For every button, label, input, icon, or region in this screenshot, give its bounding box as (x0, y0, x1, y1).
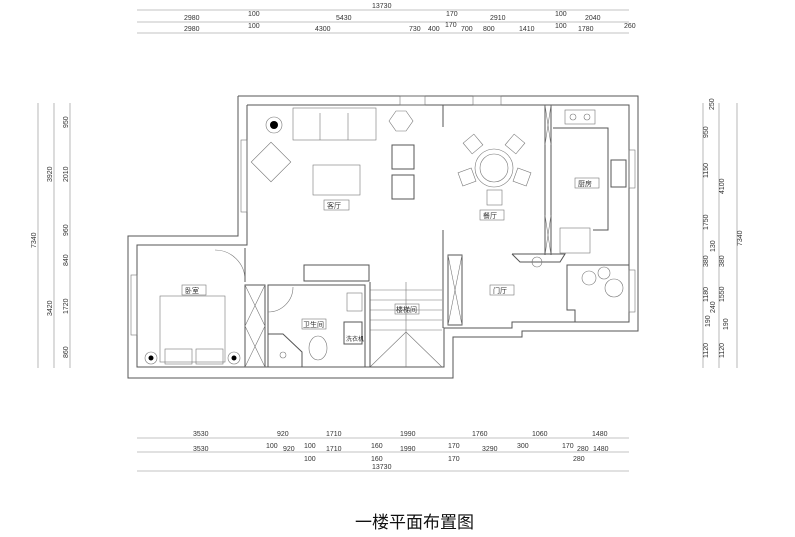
dim: 1990 (400, 431, 416, 438)
dim: 100 (266, 443, 278, 450)
dim: 730 (409, 26, 421, 33)
room-label-living: 客厅 (327, 201, 341, 210)
dim: 1120 (703, 343, 710, 358)
dim: 920 (283, 446, 295, 453)
dim: 400 (428, 26, 440, 33)
dim: 3530 (193, 431, 209, 438)
dim: 1180 (703, 287, 710, 302)
dim: 100 (555, 23, 567, 30)
dim: 260 (624, 23, 636, 30)
dim: 3420 (47, 300, 54, 316)
dim: 1710 (326, 431, 342, 438)
left-dimensions: 7340 3920 3420 950 2010 960 840 1720 860 (31, 116, 70, 358)
dim: 190 (705, 315, 712, 327)
dim: 100 (248, 23, 260, 30)
dim: 280 (577, 446, 589, 453)
dim: 920 (277, 431, 289, 438)
dim: 1550 (719, 286, 726, 302)
dim: 1480 (593, 446, 609, 453)
room-label-bedroom: 卧室 (185, 286, 199, 295)
dim-right-total: 7340 (737, 230, 744, 246)
dim: 700 (461, 26, 473, 33)
washer-label: 洗衣机 (346, 335, 364, 343)
dim: 800 (483, 26, 495, 33)
dim: 1750 (703, 214, 710, 230)
dim: 2910 (490, 15, 506, 22)
dim: 240 (710, 301, 717, 313)
dim: 3530 (193, 446, 209, 453)
dim: 840 (63, 254, 70, 266)
room-label-dining: 餐厅 (483, 211, 497, 220)
dim: 1060 (532, 431, 548, 438)
dim-bottom-total: 13730 (372, 464, 392, 471)
dim: 1480 (592, 431, 608, 438)
dim: 100 (304, 456, 316, 463)
dim: 160 (371, 443, 383, 450)
dim: 860 (63, 346, 70, 358)
dim: 3920 (47, 166, 54, 182)
dim: 130 (710, 240, 717, 252)
dim: 1760 (472, 431, 488, 438)
room-label-kitchen: 厨房 (578, 179, 592, 188)
dim: 1150 (703, 163, 710, 178)
dim: 170 (445, 22, 457, 29)
dim: 4100 (719, 178, 726, 194)
dim: 960 (63, 224, 70, 236)
dim: 250 (709, 98, 716, 110)
dim-top-total: 13730 (372, 3, 392, 10)
dim: 160 (371, 456, 383, 463)
dim: 5430 (336, 15, 352, 22)
top-dimensions: 13730 2980 100 5430 170 2910 100 2040 29… (184, 3, 636, 33)
room-label-foyer: 门厅 (493, 286, 507, 295)
dim: 1120 (719, 343, 726, 358)
dim: 1780 (578, 26, 594, 33)
dim: 170 (448, 443, 460, 450)
dim: 100 (304, 443, 316, 450)
dim: 4300 (315, 26, 331, 33)
drawing-title: 一楼平面布置图 (355, 513, 474, 533)
dim: 2040 (585, 15, 601, 22)
room-label-stairwell: 楼梯间 (396, 305, 417, 314)
dim: 2980 (184, 26, 200, 33)
dim: 190 (723, 318, 730, 330)
dim: 300 (517, 443, 529, 450)
dim: 3290 (482, 446, 498, 453)
dim: 380 (719, 255, 726, 267)
dim: 280 (573, 456, 585, 463)
walls (127, 95, 639, 379)
dim: 1410 (519, 26, 535, 33)
room-labels: 客厅 餐厅 厨房 卧室 卫生间 楼梯间 门厅 洗衣机 (181, 177, 600, 343)
dim: 2980 (184, 15, 200, 22)
dim: 1720 (63, 298, 70, 314)
dim: 1710 (326, 446, 342, 453)
dim: 1990 (400, 446, 416, 453)
dim-left-total: 7340 (31, 232, 38, 248)
dimension-lines (37, 9, 738, 472)
dim: 950 (63, 116, 70, 128)
dim: 170 (446, 11, 458, 18)
dim: 170 (448, 456, 460, 463)
dim: 2010 (63, 166, 70, 182)
dim: 100 (248, 11, 260, 18)
dim: 380 (703, 255, 710, 267)
dim: 100 (555, 11, 567, 18)
bottom-dimensions: 3530 920 1710 1990 1760 1060 1480 3530 1… (193, 431, 609, 471)
right-dimensions: 250 950 1150 1750 380 1180 190 240 1120 … (703, 98, 744, 358)
dim: 170 (562, 443, 574, 450)
dim: 950 (703, 126, 710, 138)
room-label-bathroom: 卫生间 (303, 320, 324, 329)
